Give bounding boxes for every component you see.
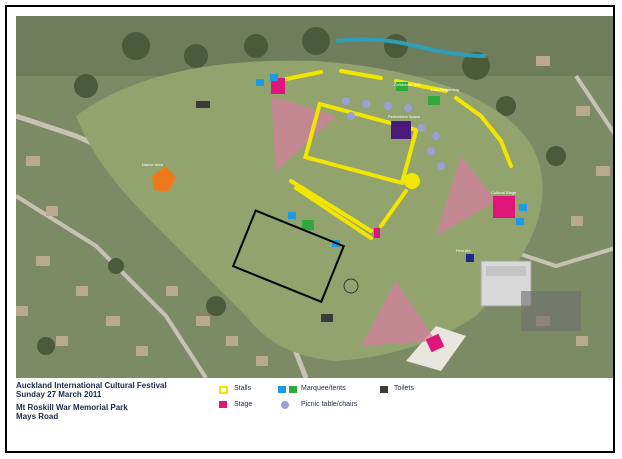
legend-title-line: Mays Road xyxy=(16,412,59,421)
legend-title-line: Mt Roskill War Memorial Park xyxy=(16,403,128,412)
marker-circle xyxy=(343,278,359,294)
map-label-dance: Dance Area xyxy=(142,162,164,167)
marquee xyxy=(256,79,264,86)
toilets-legend-label: Toilets xyxy=(394,385,414,392)
stalls-swatch xyxy=(219,386,228,394)
map-label-parking: Lisa Performing xyxy=(431,87,459,92)
marquee xyxy=(302,220,314,230)
site-plan-frame: Dance Area Lisa Performing Children's Te… xyxy=(5,5,615,453)
map-label-pavilion: Performers Space xyxy=(388,114,421,119)
park-field xyxy=(76,60,543,361)
stage-small xyxy=(374,228,380,238)
toilets xyxy=(321,314,333,322)
building xyxy=(406,260,581,371)
sound-zones xyxy=(271,96,496,346)
legend-title-line: Sunday 27 March 2011 xyxy=(16,390,102,399)
dance-area xyxy=(152,166,176,192)
map-label-fence: Children's Tent xyxy=(394,82,421,87)
stage-east xyxy=(493,196,515,218)
reserved-area xyxy=(231,209,346,304)
stage-south xyxy=(425,333,445,353)
stalls-legend-label: Stalls xyxy=(234,385,252,392)
stalls-hub xyxy=(404,173,420,189)
marquee-legend-label: Marquee/tents xyxy=(301,385,346,392)
marquee xyxy=(270,74,278,81)
marquee xyxy=(396,82,408,91)
legend-title-line: Auckland International Cultural Festival xyxy=(16,381,167,390)
map-label-first-aid: First Aid xyxy=(456,248,470,253)
pavilion-tent xyxy=(391,121,411,139)
map-label-side-stage: Cultural Stage xyxy=(491,190,517,195)
toilets xyxy=(196,101,210,108)
stage-swatch xyxy=(219,401,227,408)
marquee-swatch-green xyxy=(289,386,297,393)
stage-legend-label: Stage xyxy=(234,401,253,408)
marquee xyxy=(428,96,440,105)
toilets-swatch xyxy=(380,386,388,393)
marquee-swatch-blue xyxy=(278,386,286,393)
stage-north xyxy=(271,78,285,94)
suburb-texture xyxy=(16,16,613,378)
picnic-legend-label: Picnic table/chairs xyxy=(301,401,358,408)
picnic-tables xyxy=(342,97,445,170)
marquee xyxy=(519,204,527,211)
map-legend: Auckland International Cultural Festival… xyxy=(16,378,613,450)
marquee xyxy=(288,212,296,219)
picnic-swatch xyxy=(281,401,289,409)
festival-site-map[interactable]: Dance Area Lisa Performing Children's Te… xyxy=(16,16,613,378)
first-aid-tent xyxy=(466,254,474,262)
map-canvas: Dance Area Lisa Performing Children's Te… xyxy=(16,16,613,378)
marquee xyxy=(516,218,524,225)
